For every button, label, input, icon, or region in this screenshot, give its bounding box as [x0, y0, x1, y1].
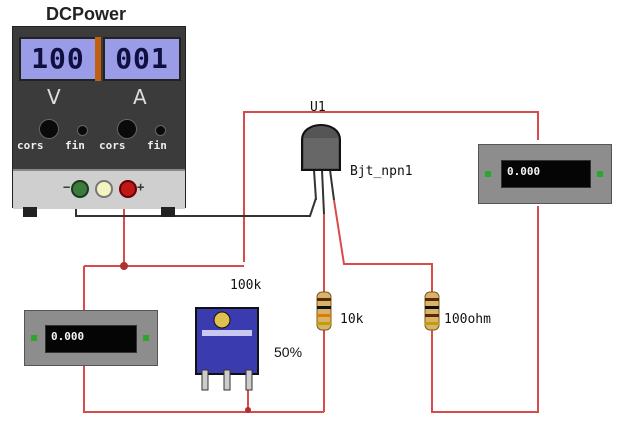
transistor-leg-mid	[321, 169, 325, 215]
junction-node	[120, 262, 128, 270]
power-supply-terminal-panel: − +	[13, 169, 185, 209]
ammeter-right[interactable]: 0.000	[478, 144, 612, 204]
voltage-coarse-label: cors	[17, 139, 44, 152]
meter-left-screen: 0.000	[45, 325, 137, 353]
wire-right-meter-bottom	[431, 206, 539, 413]
wire-base-loop	[243, 111, 539, 262]
resistor-100ohm-label: 100ohm	[444, 312, 491, 327]
current-coarse-label: cors	[99, 139, 126, 152]
voltage-coarse-knob[interactable]	[39, 119, 59, 139]
negative-terminal-sign: −	[63, 180, 71, 194]
meter-left-terminal-left	[31, 335, 37, 341]
current-coarse-knob[interactable]	[117, 119, 137, 139]
meter-right-screen: 0.000	[501, 160, 591, 188]
display-divider	[95, 37, 101, 81]
ground-terminal[interactable]	[95, 180, 113, 198]
meter-right-terminal-left	[485, 171, 491, 177]
transistor-leg-right	[329, 169, 335, 201]
potentiometer[interactable]	[195, 307, 259, 391]
positive-terminal-sign: +	[137, 180, 145, 194]
transistor-model-label: Bjt_npn1	[350, 164, 413, 179]
power-supply-title: DCPower	[46, 4, 127, 24]
ammeter-left[interactable]: 0.000	[24, 310, 158, 366]
voltage-fine-knob[interactable]	[77, 125, 88, 136]
transistor-ref-label: U1	[310, 100, 326, 115]
current-symbol: A	[133, 85, 147, 109]
meter-right-reading: 0.000	[507, 165, 541, 178]
wire-left-meter-bottom	[83, 360, 198, 413]
voltage-fine-label: fin	[65, 139, 85, 152]
meter-left-reading: 0.000	[51, 330, 85, 343]
transistor-leg-left	[313, 169, 317, 201]
negative-terminal[interactable]	[71, 180, 89, 198]
pot-wiper-contact	[245, 407, 251, 413]
resistor-10k-label: 10k	[340, 312, 364, 327]
power-supply: 100 001 V A cors fin cors fin − +	[12, 26, 186, 217]
wire-emitter	[333, 199, 433, 268]
psu-foot-right	[161, 207, 175, 217]
meter-right-terminal-right	[597, 171, 603, 177]
current-fine-label: fin	[147, 139, 167, 152]
voltage-display: 100	[19, 37, 97, 81]
potentiometer-value-label: 100k	[230, 278, 262, 293]
current-fine-knob[interactable]	[155, 125, 166, 136]
resistor-100ohm[interactable]	[424, 291, 440, 331]
potentiometer-setting-label: 50%	[274, 344, 303, 360]
transistor-flat-face	[304, 138, 338, 168]
psu-foot-left	[23, 207, 37, 217]
positive-terminal[interactable]	[119, 180, 137, 198]
current-display: 001	[103, 37, 181, 81]
meter-left-terminal-right	[143, 335, 149, 341]
resistor-10k[interactable]	[316, 291, 332, 331]
voltage-symbol: V	[47, 85, 61, 109]
